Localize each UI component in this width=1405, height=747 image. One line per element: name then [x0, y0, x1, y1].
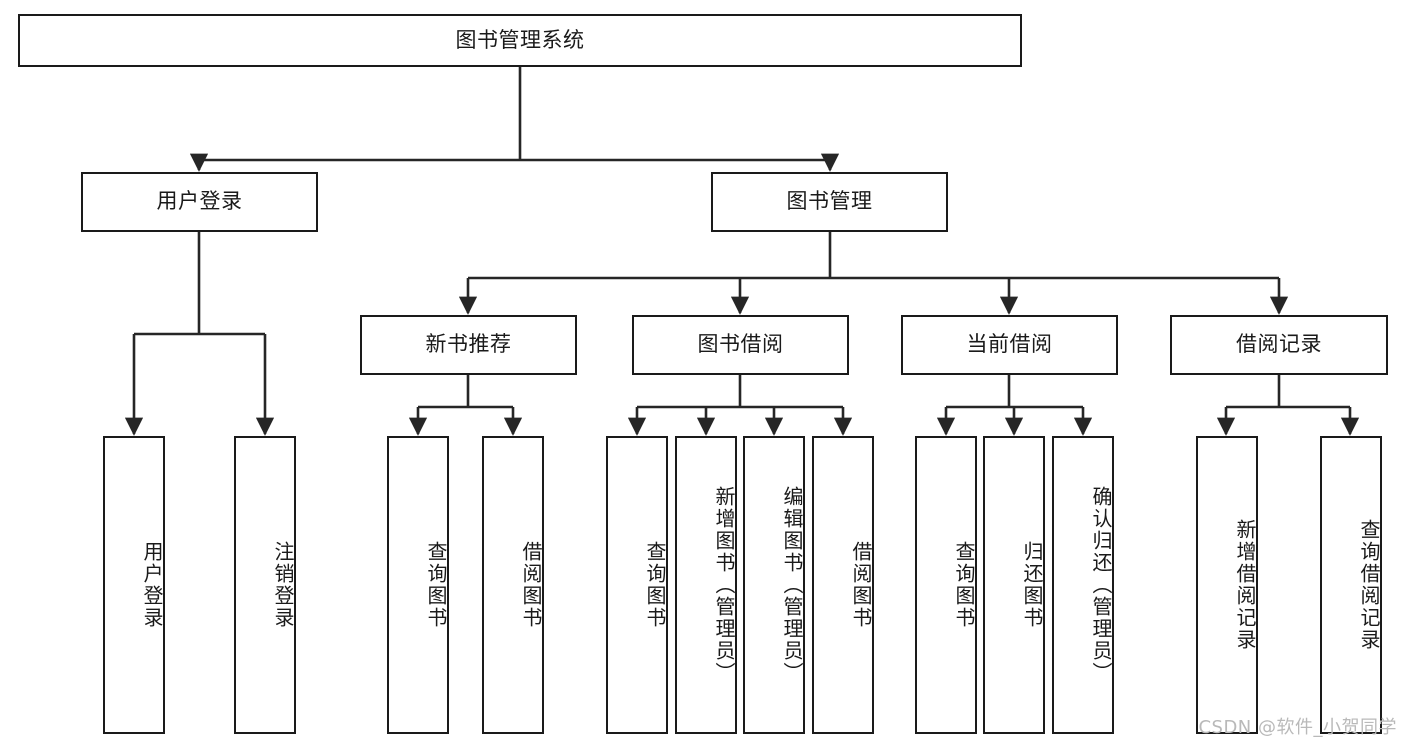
node-leaf-borrow-book-1-label: 借阅图书: [519, 541, 543, 629]
node-current-borrow[interactable]: 当前借阅: [901, 315, 1118, 375]
node-book-management-label: 图书管理: [786, 189, 873, 214]
node-leaf-confirm-return-label: 确认归还（管理员）: [1089, 486, 1113, 684]
node-leaf-user-login-label: 用户登录: [140, 541, 164, 629]
node-new-book-recommend[interactable]: 新书推荐: [360, 315, 577, 375]
node-leaf-edit-book-label: 编辑图书（管理员）: [780, 486, 804, 684]
node-leaf-confirm-return[interactable]: 确认归还（管理员）: [1052, 436, 1114, 734]
node-book-management[interactable]: 图书管理: [711, 172, 948, 232]
node-leaf-return-book[interactable]: 归还图书: [983, 436, 1045, 734]
node-user-login-label: 用户登录: [156, 189, 243, 214]
node-leaf-query-borrow-record[interactable]: 查询借阅记录: [1320, 436, 1382, 734]
node-borrow-record[interactable]: 借阅记录: [1170, 315, 1388, 375]
node-leaf-add-borrow-record-label: 新增借阅记录: [1233, 519, 1257, 651]
node-current-borrow-label: 当前借阅: [966, 332, 1053, 357]
node-leaf-logout-login[interactable]: 注销登录: [234, 436, 296, 734]
node-leaf-query-book-1-label: 查询图书: [424, 541, 448, 629]
node-leaf-query-book-3-label: 查询图书: [952, 541, 976, 629]
node-leaf-user-login[interactable]: 用户登录: [103, 436, 165, 734]
node-leaf-query-book-2[interactable]: 查询图书: [606, 436, 668, 734]
node-leaf-query-book-2-label: 查询图书: [643, 541, 667, 629]
node-leaf-add-book[interactable]: 新增图书（管理员）: [675, 436, 737, 734]
node-root[interactable]: 图书管理系统: [18, 14, 1022, 67]
node-book-borrow-label: 图书借阅: [697, 332, 784, 357]
node-leaf-return-book-label: 归还图书: [1020, 541, 1044, 629]
node-leaf-borrow-book-2-label: 借阅图书: [849, 541, 873, 629]
node-leaf-edit-book[interactable]: 编辑图书（管理员）: [743, 436, 805, 734]
node-user-login[interactable]: 用户登录: [81, 172, 318, 232]
node-leaf-query-book-3[interactable]: 查询图书: [915, 436, 977, 734]
node-leaf-query-book-1[interactable]: 查询图书: [387, 436, 449, 734]
node-leaf-query-borrow-record-label: 查询借阅记录: [1357, 519, 1381, 651]
node-book-borrow[interactable]: 图书借阅: [632, 315, 849, 375]
node-leaf-logout-login-label: 注销登录: [271, 541, 295, 629]
node-root-label: 图书管理系统: [455, 27, 585, 52]
node-new-book-recommend-label: 新书推荐: [425, 332, 512, 357]
node-leaf-borrow-book-1[interactable]: 借阅图书: [482, 436, 544, 734]
node-leaf-add-borrow-record[interactable]: 新增借阅记录: [1196, 436, 1258, 734]
watermark: CSDN @软件_小贺同学: [1198, 717, 1397, 738]
node-leaf-borrow-book-2[interactable]: 借阅图书: [812, 436, 874, 734]
node-borrow-record-label: 借阅记录: [1236, 332, 1322, 357]
node-leaf-add-book-label: 新增图书（管理员）: [712, 486, 736, 684]
